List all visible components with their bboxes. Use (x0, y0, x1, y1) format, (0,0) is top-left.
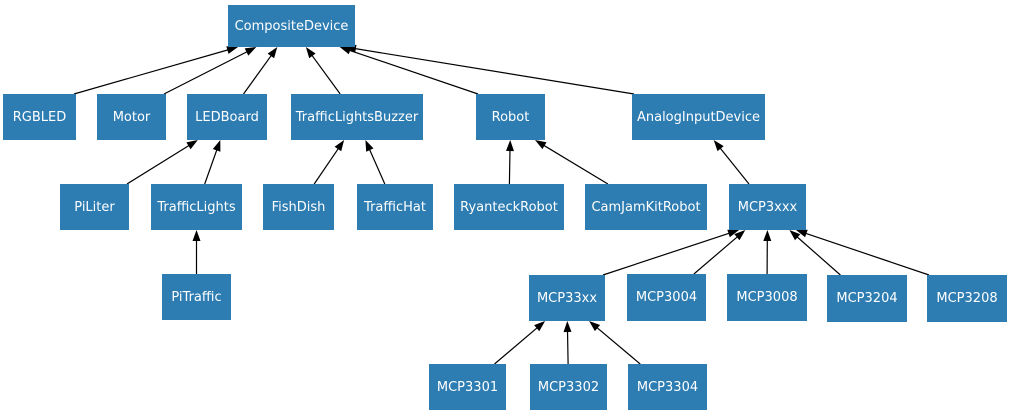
node-PiTraffic[interactable]: PiTraffic (162, 274, 231, 320)
edge-Robot-to-CompositeDevice (348, 49, 479, 95)
arrowhead-MCP3008-to-MCP3xxx (763, 230, 772, 241)
edge-MCP3004-to-MCP3xxx (693, 235, 739, 275)
node-MCP3301[interactable]: MCP3301 (429, 364, 506, 410)
node-FishDish[interactable]: FishDish (263, 184, 334, 230)
arrowhead-MCP3302-to-MCP33xx (563, 321, 572, 333)
node-MCP3302[interactable]: MCP3302 (530, 364, 607, 410)
edge-MCP3204-to-MCP3xxx (795, 235, 841, 276)
node-MCP3304[interactable]: MCP3304 (628, 364, 707, 410)
node-label: PiLiter (74, 199, 115, 215)
node-Motor[interactable]: Motor (97, 94, 166, 140)
node-label: PiTraffic (171, 289, 222, 305)
node-label: MCP3304 (636, 379, 699, 395)
node-label: MCP3301 (436, 379, 499, 395)
edge-TrafficLights-to-LEDBoard (204, 148, 218, 185)
arrowhead-TrafficHat-to-TrafficLightsBuzzer (365, 140, 374, 152)
arrowhead-MCP3004-to-MCP3xxx (734, 230, 746, 241)
node-PiLiter[interactable]: PiLiter (60, 184, 129, 230)
node-CompositeDevice[interactable]: CompositeDevice (228, 5, 355, 47)
node-label: MCP33xx (536, 290, 598, 306)
node-label: TrafficLightsBuzzer (295, 109, 419, 125)
edge-AnalogInputDevice-to-CompositeDevice (353, 47, 635, 95)
node-label: LEDBoard (195, 109, 259, 125)
edge-MCP3208-to-MCP3xxx (804, 232, 930, 276)
node-label: RyanteckRobot (460, 199, 558, 215)
node-AnalogInputDevice[interactable]: AnalogInputDevice (632, 94, 765, 140)
edge-Motor-to-CompositeDevice (163, 50, 249, 95)
arrowhead-MCP3208-to-MCP3xxx (796, 229, 808, 238)
node-label: TrafficLights (157, 199, 236, 215)
node-Robot[interactable]: Robot (476, 94, 545, 140)
edge-PiLiter-to-LEDBoard (126, 144, 191, 185)
arrowhead-TrafficLightsBuzzer-to-CompositeDevice (305, 47, 316, 59)
node-label: Motor (112, 109, 151, 125)
node-label: MCP3xxx (737, 199, 798, 215)
node-LEDBoard[interactable]: LEDBoard (187, 94, 267, 140)
node-label: MCP3008 (736, 290, 798, 305)
arrowhead-MCP3304-to-MCP33xx (589, 321, 601, 332)
arrowhead-PiTraffic-to-TrafficLights (192, 230, 201, 241)
arrowhead-MCP33xx-to-MCP3xxx (727, 229, 739, 238)
node-label: Robot (491, 109, 530, 125)
node-MCP33xx[interactable]: MCP33xx (529, 275, 605, 321)
node-label: AnalogInputDevice (636, 109, 761, 125)
arrowhead-RyanteckRobot-to-Robot (506, 140, 514, 152)
edge-MCP3xxx-to-AnalogInputDevice (718, 146, 750, 185)
edge-RGBLED-to-CompositeDevice (73, 48, 230, 95)
edge-TrafficHat-to-TrafficLightsBuzzer (368, 147, 386, 185)
node-MCP3008[interactable]: MCP3008 (727, 274, 807, 321)
arrowhead-LEDBoard-to-CompositeDevice (267, 47, 278, 59)
node-TrafficLightsBuzzer[interactable]: TrafficLightsBuzzer (291, 94, 423, 140)
edge-RyanteckRobot-to-Robot (508, 148, 511, 185)
edge-TrafficLightsBuzzer-to-CompositeDevice (310, 53, 341, 95)
edge-CamJamKitRobot-to-Robot (542, 144, 609, 185)
arrowhead-PiLiter-to-LEDBoard (186, 140, 198, 150)
arrowhead-CamJamKitRobot-to-Robot (535, 140, 547, 150)
node-RyanteckRobot[interactable]: RyanteckRobot (454, 184, 564, 230)
node-MCP3204[interactable]: MCP3204 (827, 275, 907, 322)
node-label: MCP3208 (936, 291, 998, 306)
arrowhead-FishDish-to-TrafficLightsBuzzer (334, 140, 345, 152)
arrowhead-MCP3xxx-to-AnalogInputDevice (713, 140, 724, 152)
arrowhead-MCP3301-to-MCP33xx (534, 321, 546, 332)
node-label: CompositeDevice (234, 18, 349, 34)
edge-MCP33xx-to-MCP3xxx (602, 232, 731, 276)
node-CamJamKitRobot[interactable]: CamJamKitRobot (585, 184, 707, 230)
arrowhead-MCP3204-to-MCP3xxx (789, 230, 801, 241)
node-RGBLED[interactable]: RGBLED (3, 94, 76, 140)
node-MCP3208[interactable]: MCP3208 (927, 275, 1007, 322)
node-label: TrafficHat (364, 199, 426, 215)
arrowhead-Motor-to-CompositeDevice (244, 47, 257, 56)
node-label: FishDish (271, 199, 326, 215)
node-label: MCP3004 (635, 290, 698, 305)
edge-LEDBoard-to-CompositeDevice (243, 53, 273, 95)
node-TrafficHat[interactable]: TrafficHat (357, 184, 433, 230)
edge-FishDish-to-TrafficLightsBuzzer (313, 147, 340, 185)
edge-MCP3302-to-MCP33xx (566, 329, 569, 365)
edge-MCP3301-to-MCP33xx (494, 326, 539, 365)
edge-MCP3304-to-MCP33xx (595, 326, 641, 365)
node-label: MCP3302 (537, 379, 600, 395)
node-TrafficLights[interactable]: TrafficLights (151, 184, 242, 230)
arrowhead-TrafficLights-to-LEDBoard (212, 140, 221, 152)
node-MCP3xxx[interactable]: MCP3xxx (729, 184, 806, 230)
node-label: CamJamKitRobot (591, 199, 701, 215)
node-label: RGBLED (12, 109, 67, 125)
node-MCP3004[interactable]: MCP3004 (627, 274, 706, 321)
node-label: MCP3204 (836, 291, 898, 306)
arrowhead-RGBLED-to-CompositeDevice (226, 46, 238, 54)
